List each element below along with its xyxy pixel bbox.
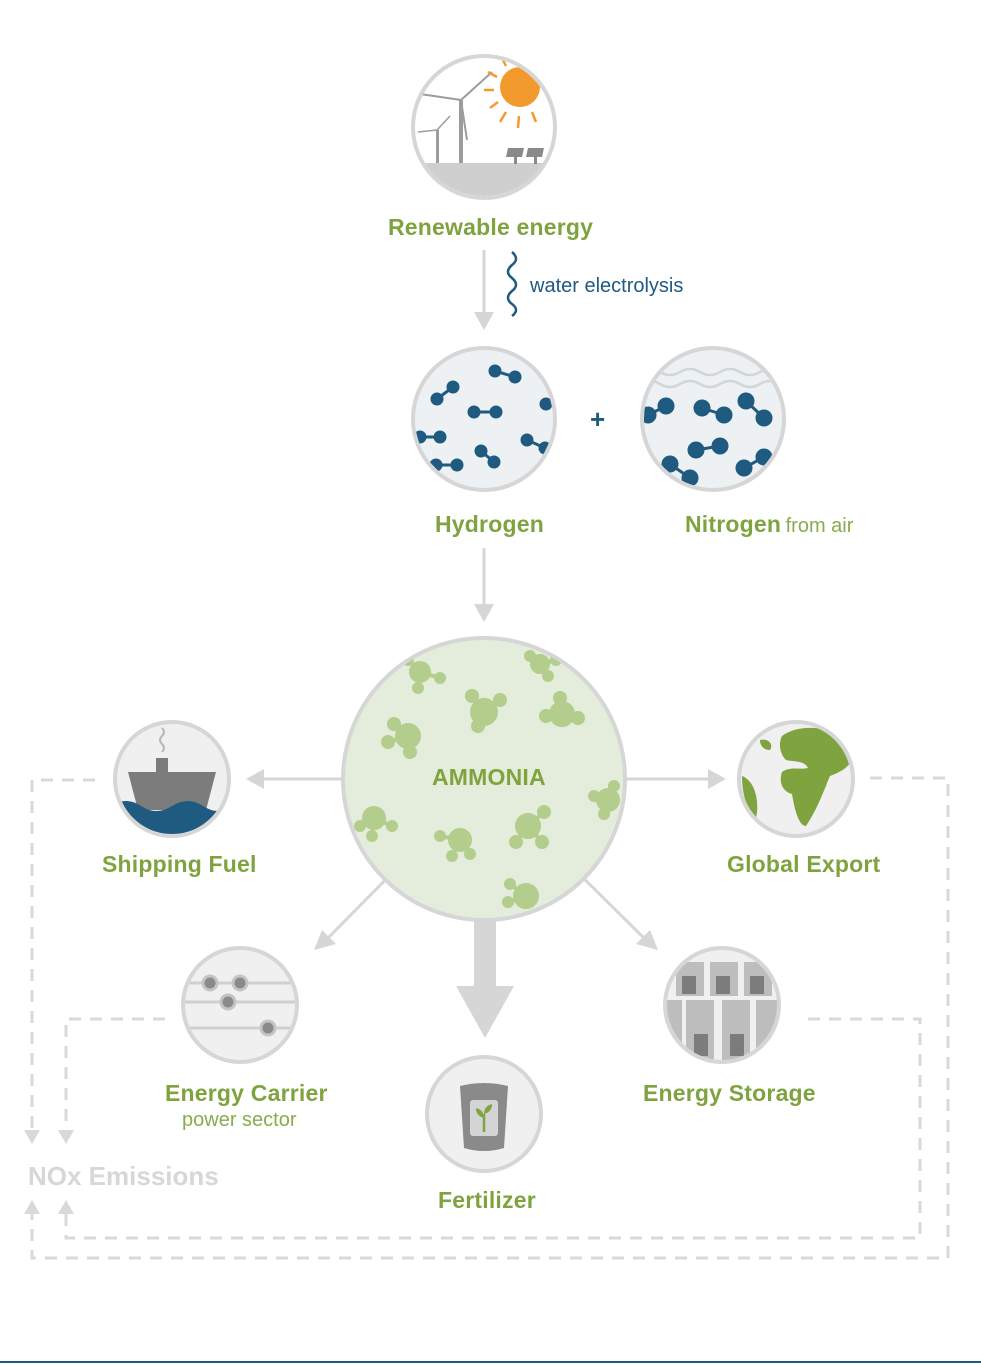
globe-icon — [737, 720, 855, 838]
storage-icon — [663, 946, 781, 1064]
nitrogen-title: Nitrogen — [685, 511, 782, 537]
nitrogen-label: Nitrogen from air — [685, 511, 853, 538]
ammonia-icon — [341, 636, 627, 922]
electrolysis-wave-icon — [506, 251, 518, 317]
plus-sign: + — [590, 404, 606, 434]
nox-emissions-label: NOx Emissions — [28, 1161, 219, 1191]
fertilizer-bag-icon — [425, 1055, 543, 1173]
fertilizer-label: Fertilizer — [438, 1187, 536, 1213]
energy-storage-label: Energy Storage — [643, 1080, 816, 1106]
energy-carrier-label: Energy Carrier — [165, 1080, 328, 1106]
bottom-border — [0, 1361, 981, 1363]
nitrogen-icon — [640, 346, 786, 492]
global-export-label: Global Export — [727, 851, 881, 877]
renewable-energy-label: Renewable energy — [388, 214, 594, 240]
sliders-icon — [181, 946, 299, 1064]
ammonia-label: AMMONIA — [432, 764, 546, 790]
flow-arrowheads — [246, 312, 726, 1038]
ship-icon — [113, 720, 231, 838]
renewable-energy-icon — [411, 54, 557, 200]
hydrogen-label: Hydrogen — [435, 511, 544, 537]
nox-arrowheads — [24, 1130, 74, 1214]
shipping-fuel-label: Shipping Fuel — [102, 851, 257, 877]
energy-carrier-sublabel: power sector — [182, 1109, 297, 1131]
hydrogen-icon — [411, 346, 557, 492]
nitrogen-source: from air — [785, 515, 854, 537]
electrolysis-label: water electrolysis — [530, 275, 684, 297]
nox-feedback-loops — [30, 776, 950, 1260]
